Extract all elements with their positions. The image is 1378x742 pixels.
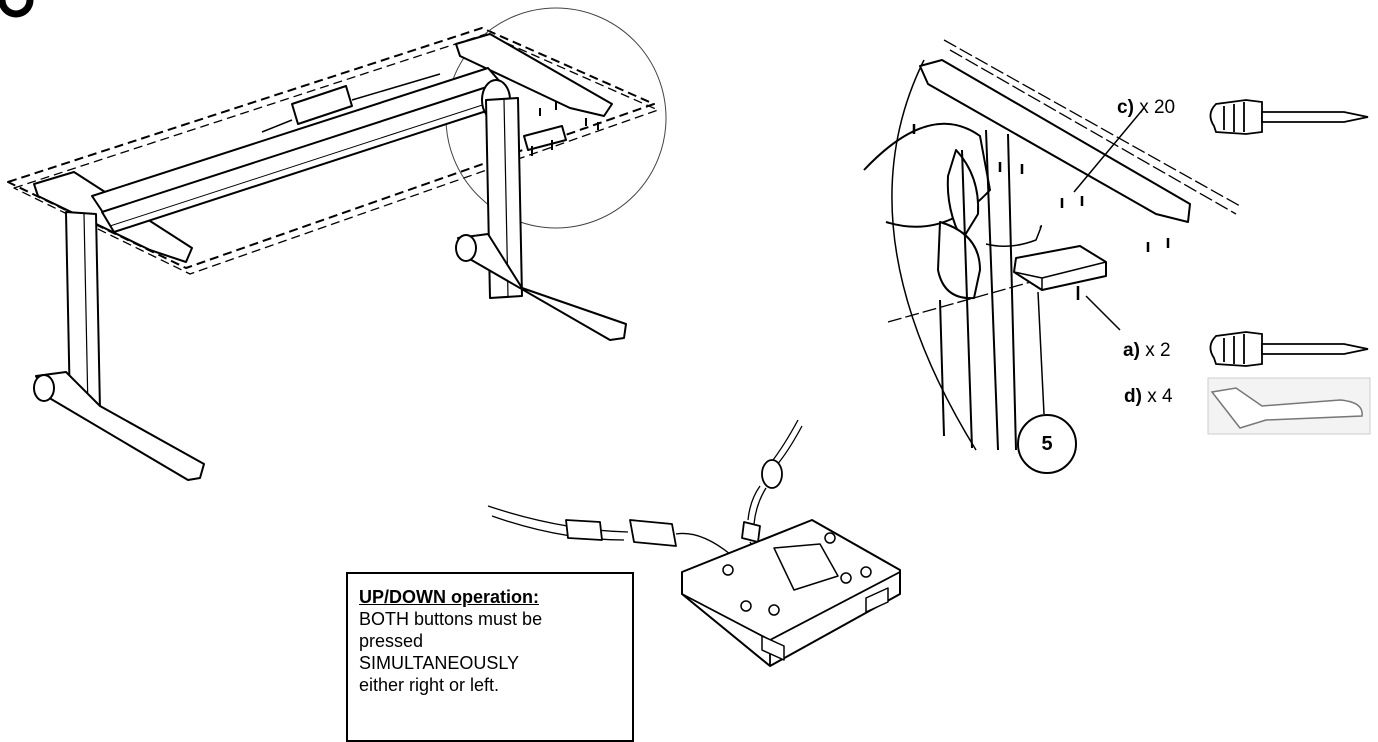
tool-d-label: d) x 4 <box>1124 386 1173 407</box>
power-supply-box <box>291 85 353 125</box>
crossbar <box>91 67 503 215</box>
allen-key-icon <box>1207 377 1371 435</box>
handset-control <box>487 419 901 667</box>
screwdriver-icon <box>1209 99 1369 135</box>
screws-c-label: c) x 20 <box>1117 97 1176 118</box>
note-title: UP/DOWN operation: <box>359 587 539 607</box>
desk-frame <box>7 7 667 481</box>
handset-body <box>681 519 901 667</box>
left-foot <box>35 371 205 481</box>
detail-view <box>863 39 1241 451</box>
assembly-illustration <box>0 0 1371 667</box>
step-number-mark <box>0 0 34 18</box>
screws-a-label: a) x 2 <box>1123 340 1171 361</box>
cable <box>487 505 629 533</box>
screwdriver-icon <box>1209 331 1369 367</box>
right-foot <box>457 233 627 341</box>
operation-note: UP/DOWN operation: BOTH buttons must be … <box>346 572 634 742</box>
note-body: BOTH buttons must be pressed SIMULTANEOU… <box>359 609 543 695</box>
callout-number: 5 <box>1017 414 1077 474</box>
